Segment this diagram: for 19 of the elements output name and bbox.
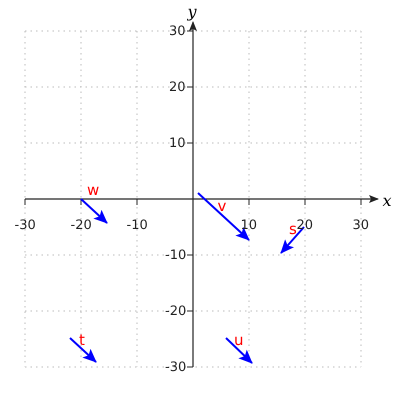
tick-label: 20	[169, 80, 186, 94]
tick-label: 20	[296, 218, 314, 232]
axis-label: y	[188, 4, 197, 20]
tick-label: -30	[165, 360, 186, 374]
vector-label: t	[79, 332, 85, 348]
vector-label: v	[218, 198, 226, 214]
tick-label: -10	[165, 248, 186, 262]
tick-label: -10	[126, 218, 148, 232]
tick-label: 10	[169, 136, 186, 150]
tick-label: 30	[352, 218, 370, 232]
vector-label: w	[87, 182, 100, 198]
tick-label: -20	[70, 218, 92, 232]
axis-label: x	[382, 193, 392, 209]
vector-label: u	[234, 332, 244, 348]
tick-label: 10	[240, 218, 258, 232]
tick-label: -30	[14, 218, 36, 232]
vector-label: s	[289, 222, 297, 236]
tick-label: 30	[169, 24, 186, 38]
tick-label: -20	[165, 304, 186, 318]
